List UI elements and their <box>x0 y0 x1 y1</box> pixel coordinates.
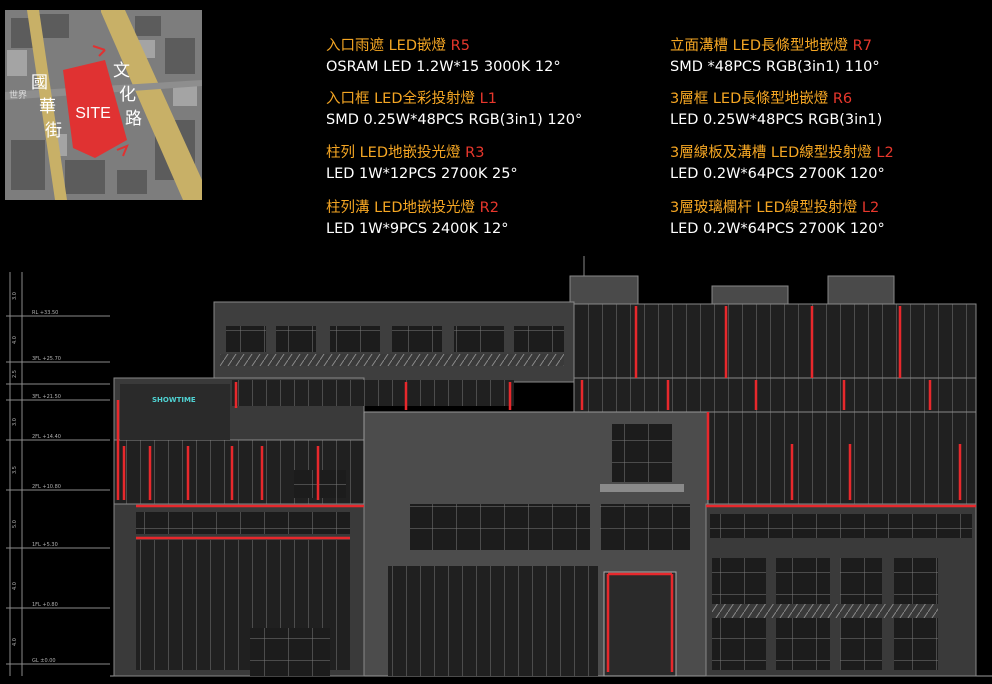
level-scale: RL +33.50 3FL +25.70 3FL +21.50 2FL +14.… <box>6 272 110 676</box>
spec-desc: LED 1W*12PCS 2700K 25° <box>326 166 518 182</box>
spec-desc: OSRAM LED 1.2W*15 3000K 12° <box>326 59 561 75</box>
street-label-guohua: 國華街 <box>31 73 62 141</box>
spec-code: R5 <box>450 38 470 54</box>
spec-code: R3 <box>465 145 485 161</box>
spec-columns: 柱列 LED地嵌投光燈 R3 LED 1W*12PCS 2700K 25° <box>326 143 518 185</box>
level-label: 3FL +25.70 <box>32 356 61 362</box>
spec-title: 柱列 LED地嵌投光燈 <box>326 145 461 161</box>
spec-title: 入口雨遮 LED嵌燈 <box>326 38 447 54</box>
spec-desc: LED 0.2W*64PCS 2700K 120° <box>670 221 885 237</box>
level-label: RL +33.50 <box>32 310 58 316</box>
level-label: 1FL +5.30 <box>32 542 58 548</box>
spec-third-floor-moulding: 3層線板及溝槽 LED線型投射燈 L2 LED 0.2W*64PCS 2700K… <box>670 143 894 185</box>
spec-code: L2 <box>861 200 880 216</box>
spec-desc: LED 0.25W*48PCS RGB(3in1) <box>670 112 883 128</box>
dim-label: 3.5 <box>12 466 18 474</box>
road-label: 世界 <box>9 89 27 101</box>
dim-label: 5.0 <box>12 520 18 528</box>
spec-code: L2 <box>876 145 894 161</box>
spec-desc: SMD *48PCS RGB(3in1) 110° <box>670 59 880 75</box>
street-label-wenhua: 文化路 <box>113 61 142 129</box>
spec-title: 入口框 LED全彩投射燈 <box>326 91 476 107</box>
spec-title: 3層框 LED長條型地嵌燈 <box>670 91 829 107</box>
spec-desc: SMD 0.25W*48PCS RGB(3in1) 120° <box>326 112 583 128</box>
spec-code: L1 <box>479 91 497 107</box>
level-label: 2FL +10.80 <box>32 484 61 490</box>
level-label: 1FL +0.80 <box>32 602 58 608</box>
site-location-map: SITE 世界 國華街 文化路 <box>5 10 202 200</box>
spec-code: R6 <box>832 91 853 107</box>
site-label: SITE <box>75 105 111 122</box>
dim-label: 3.0 <box>12 292 18 300</box>
level-label: 3FL +21.50 <box>32 394 61 400</box>
dim-label: 4.0 <box>12 638 18 646</box>
dim-label: 2.5 <box>12 370 18 378</box>
spec-title: 3層線板及溝槽 LED線型投射燈 <box>670 145 872 161</box>
spec-desc: LED 0.2W*64PCS 2700K 120° <box>670 166 885 182</box>
spec-code: R2 <box>479 200 499 216</box>
spec-title: 柱列溝 LED地嵌投光燈 <box>326 200 476 216</box>
dim-label: 4.0 <box>12 582 18 590</box>
spec-column-groove: 柱列溝 LED地嵌投光燈 R2 LED 1W*9PCS 2400K 12° <box>326 198 508 240</box>
spec-title: 3層玻璃欄杆 LED線型投射燈 <box>670 200 858 216</box>
dim-label: 4.0 <box>12 336 18 344</box>
showtime-sign: SHOWTIME <box>152 396 196 404</box>
spec-third-floor-railing: 3層玻璃欄杆 LED線型投射燈 L2 LED 0.2W*64PCS 2700K … <box>670 198 885 240</box>
spec-code: R7 <box>852 38 872 54</box>
dim-label: 3.0 <box>12 418 18 426</box>
level-label: GL ±0.00 <box>32 658 56 664</box>
spec-title: 立面溝槽 LED長條型地嵌燈 <box>670 38 849 54</box>
spec-desc: LED 1W*9PCS 2400K 12° <box>326 221 509 237</box>
spec-entrance-canopy: 入口雨遮 LED嵌燈 R5 OSRAM LED 1.2W*15 3000K 12… <box>326 36 561 78</box>
led-lighting <box>116 306 976 672</box>
building-elevation: RL +33.50 3FL +25.70 3FL +21.50 2FL +14.… <box>6 256 992 677</box>
spec-facade-groove: 立面溝槽 LED長條型地嵌燈 R7 SMD *48PCS RGB(3in1) 1… <box>670 36 880 78</box>
spec-third-floor-frame: 3層框 LED長條型地嵌燈 R6 LED 0.25W*48PCS RGB(3in… <box>670 89 882 131</box>
level-label: 2FL +14.40 <box>32 434 61 440</box>
spec-entrance-frame: 入口框 LED全彩投射燈 L1 SMD 0.25W*48PCS RGB(3in1… <box>326 89 582 131</box>
